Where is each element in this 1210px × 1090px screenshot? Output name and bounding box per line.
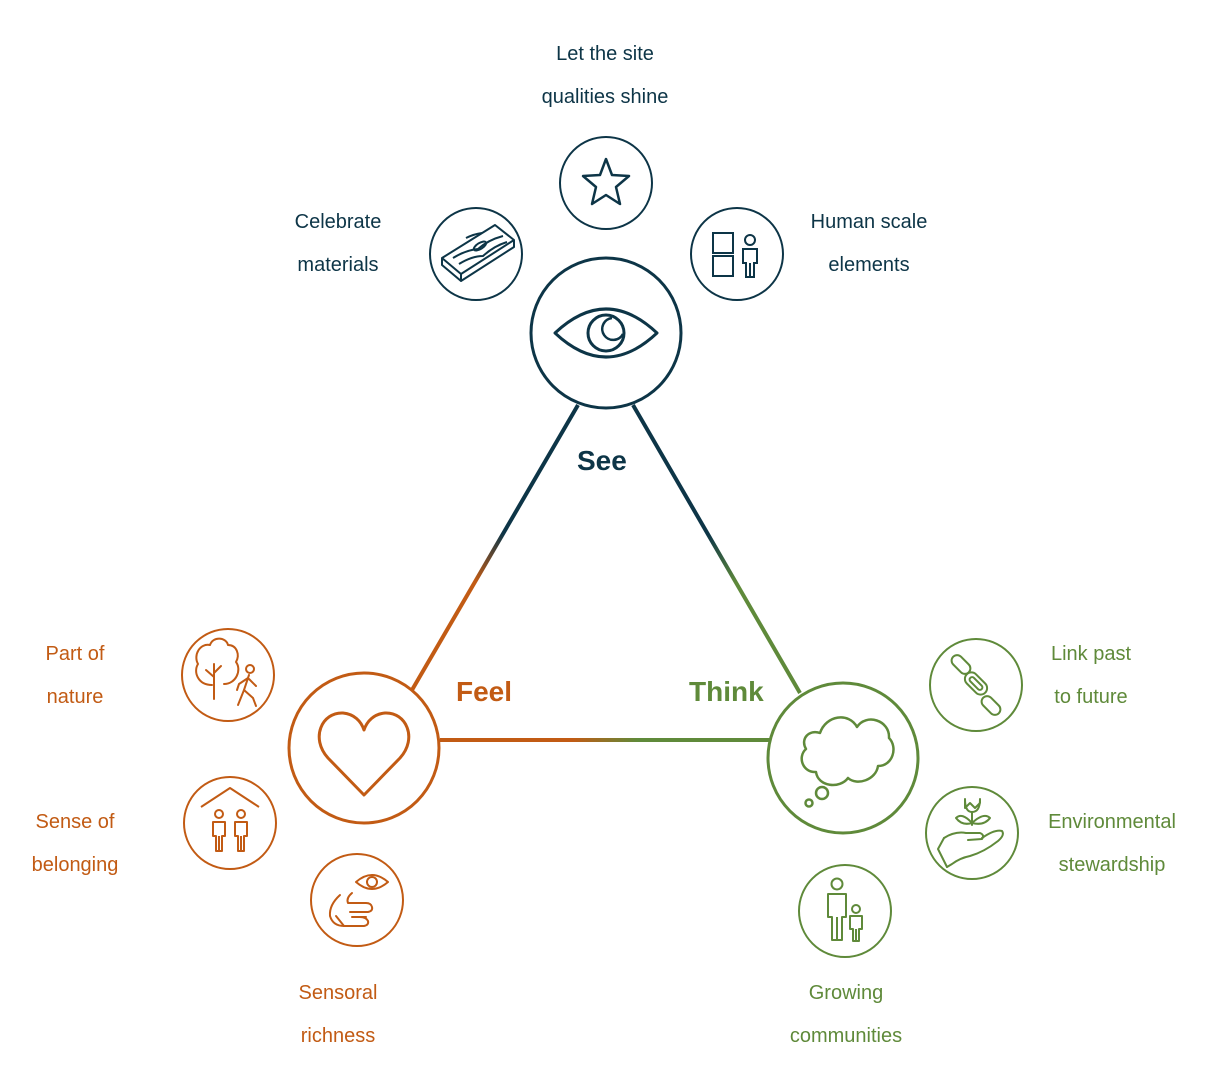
see-circle xyxy=(529,256,683,410)
people-house-icon xyxy=(200,787,260,852)
thought-bubble-icon xyxy=(800,716,895,808)
nature-circle xyxy=(181,628,275,722)
past-future-label-line1: Link past xyxy=(1050,643,1132,665)
sensoral-circle xyxy=(310,853,404,947)
communities-circle xyxy=(798,864,892,958)
communities-label-line1: Growing xyxy=(808,982,884,1004)
nature-label-line2: nature xyxy=(46,686,104,708)
sensoral-label-line1: Sensoral xyxy=(298,982,378,1004)
star-icon xyxy=(581,157,631,206)
materials-label-line1: Celebrate xyxy=(294,211,382,233)
site-qualities-circle xyxy=(559,136,653,230)
see-title: See xyxy=(577,445,627,476)
belonging-label-line1: Sense of xyxy=(35,811,115,833)
human-scale-label: Human scale elements xyxy=(799,201,939,287)
eye-hand-icon xyxy=(328,874,389,927)
belonging-label: Sense of belonging xyxy=(10,801,140,887)
hand-plant-icon xyxy=(937,798,1004,868)
connector-see-think xyxy=(631,403,802,695)
belonging-label-line2: belonging xyxy=(31,854,119,876)
stewardship-label-line2: stewardship xyxy=(1058,854,1166,876)
past-future-label: Link past to future xyxy=(1026,633,1156,719)
sensoral-label: Sensoral richness xyxy=(278,972,398,1058)
site-qualities-label: Let the site qualities shine xyxy=(505,33,705,119)
nature-label: Part of nature xyxy=(15,633,135,719)
materials-label-line2: materials xyxy=(297,254,379,276)
materials-circle xyxy=(429,207,523,301)
communities-label-line2: communities xyxy=(789,1025,903,1047)
past-future-circle xyxy=(929,638,1023,732)
feel-circle xyxy=(287,671,441,825)
wood-plank-icon xyxy=(441,224,515,282)
belonging-circle xyxy=(183,776,277,870)
connector-see-feel xyxy=(410,403,580,692)
human-scale-label-line1: Human scale xyxy=(810,211,928,233)
eye-icon xyxy=(553,307,659,359)
adult-child-icon xyxy=(827,877,863,942)
stewardship-circle xyxy=(925,786,1019,880)
tree-walker-icon xyxy=(195,637,257,707)
sensoral-label-line2: richness xyxy=(300,1025,376,1047)
think-title: Think xyxy=(689,676,764,707)
chain-link-icon xyxy=(950,654,1002,716)
materials-label: Celebrate materials xyxy=(268,201,408,287)
past-future-label-line2: to future xyxy=(1054,686,1128,708)
heart-icon xyxy=(317,711,411,797)
site-qualities-label-line1: Let the site xyxy=(556,43,654,65)
feel-title: Feel xyxy=(456,676,513,707)
human-scale-circle xyxy=(690,207,784,301)
stewardship-label: Environmental stewardship xyxy=(1032,801,1192,887)
think-circle xyxy=(766,681,920,835)
human-scale-icon xyxy=(712,232,758,278)
stewardship-label-line1: Environmental xyxy=(1048,811,1176,833)
communities-label: Growing communities xyxy=(771,972,921,1058)
site-qualities-label-line2: qualities shine xyxy=(541,86,669,108)
human-scale-label-line2: elements xyxy=(828,254,910,276)
nature-label-line1: Part of xyxy=(45,643,105,665)
